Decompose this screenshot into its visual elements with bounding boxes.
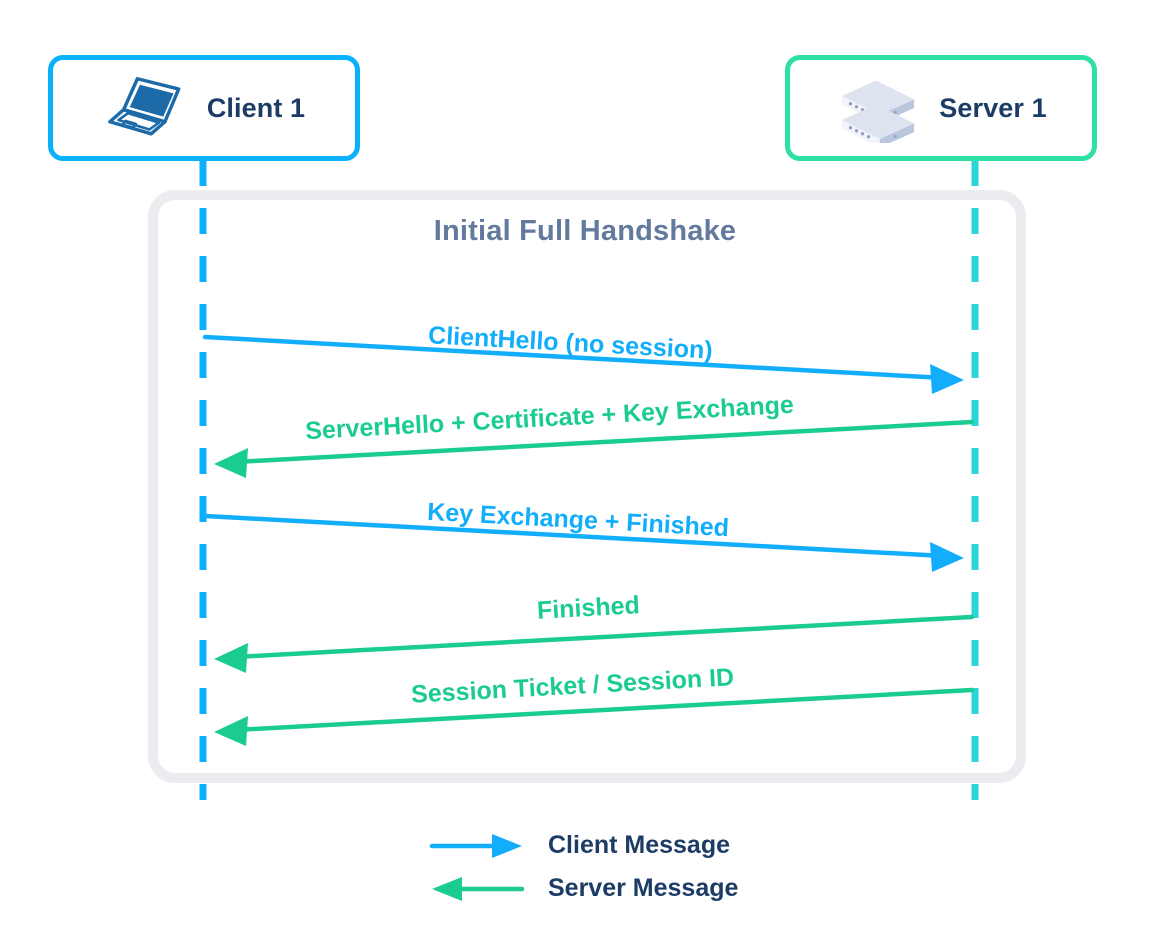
legend-arrow-right-icon — [429, 833, 522, 858]
actor-client[interactable]: Client 1 — [48, 55, 360, 161]
message-arrow-4 — [214, 614, 975, 673]
legend-item-client-message: Client Message — [428, 831, 730, 860]
laptop-icon — [107, 77, 181, 136]
legend-label-client-message: Client Message — [548, 831, 731, 859]
handshake-panel — [148, 190, 1026, 783]
legend-item-server-message: Server Message — [428, 874, 738, 903]
message-arrow-5 — [214, 687, 975, 746]
server-rack-icon — [842, 80, 915, 143]
message-label-4: Finished — [536, 591, 641, 625]
message-arrow-3 — [202, 513, 964, 572]
message-arrow-1 — [202, 334, 964, 394]
actor-client-label: Client 1 — [206, 92, 306, 123]
panel-title: Initial Full Handshake — [433, 215, 737, 247]
message-arrow-2 — [214, 419, 975, 478]
actor-server-label: Server 1 — [939, 92, 1047, 123]
actor-server[interactable]: Server 1 — [785, 55, 1097, 161]
legend-arrow-left-icon — [432, 876, 525, 901]
legend-label-server-message: Server Message — [548, 874, 739, 902]
